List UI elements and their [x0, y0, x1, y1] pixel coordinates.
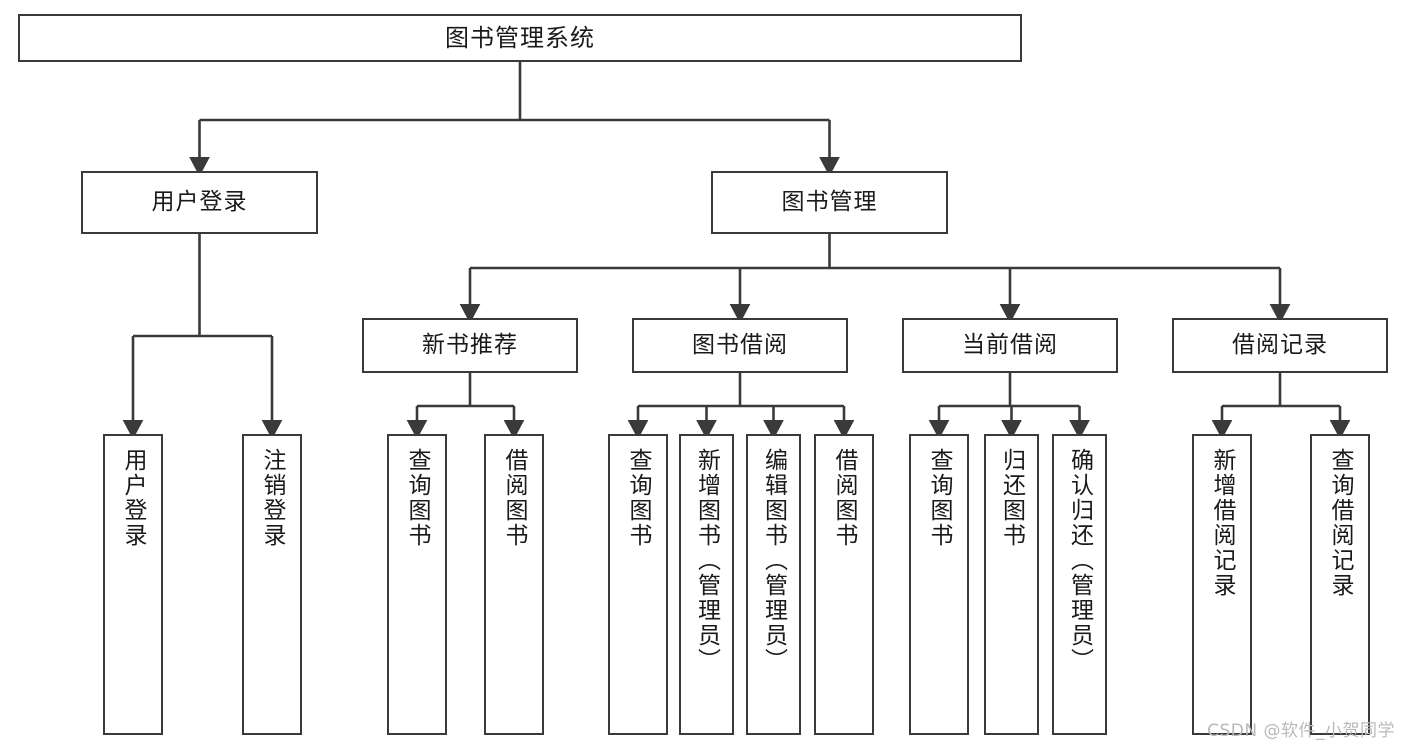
node-label: 图书借阅 [692, 331, 788, 358]
node-label: 注销登录 [259, 448, 286, 548]
node-label: 查询借阅记录 [1327, 448, 1354, 598]
node-leaf-query-record[interactable]: 查询借阅记录 [1310, 434, 1370, 735]
node-book-management[interactable]: 图书管理 [711, 171, 948, 234]
node-borrow-record[interactable]: 借阅记录 [1172, 318, 1388, 373]
node-leaf-borrow-book-2[interactable]: 借阅图书 [814, 434, 874, 735]
node-label: 新书推荐 [422, 331, 518, 358]
node-label: 借阅图书 [831, 448, 858, 548]
node-leaf-query-book-1[interactable]: 查询图书 [387, 434, 447, 735]
node-leaf-edit-book[interactable]: 编辑图书（管理员） [746, 434, 801, 735]
node-label: 确认归还（管理员） [1066, 448, 1093, 673]
node-root-book-management-system[interactable]: 图书管理系统 [18, 14, 1022, 62]
node-leaf-query-book-3[interactable]: 查询图书 [909, 434, 969, 735]
node-leaf-return-book[interactable]: 归还图书 [984, 434, 1039, 735]
node-label: 当前借阅 [962, 331, 1058, 358]
node-leaf-confirm-return[interactable]: 确认归还（管理员） [1052, 434, 1107, 735]
node-label: 新增图书（管理员） [693, 448, 720, 673]
node-label: 图书管理 [781, 188, 878, 215]
node-label: 归还图书 [998, 448, 1025, 548]
node-label: 查询图书 [625, 448, 652, 548]
node-leaf-query-book-2[interactable]: 查询图书 [608, 434, 668, 735]
node-label: 用户登录 [151, 188, 248, 215]
node-leaf-logout[interactable]: 注销登录 [242, 434, 302, 735]
node-new-book-recommend[interactable]: 新书推荐 [362, 318, 578, 373]
node-label: 借阅记录 [1232, 331, 1328, 358]
node-user-login[interactable]: 用户登录 [81, 171, 318, 234]
node-label: 查询图书 [926, 448, 953, 548]
watermark: CSDN @软件_小贺同学 [1207, 721, 1395, 741]
node-leaf-add-book[interactable]: 新增图书（管理员） [679, 434, 734, 735]
node-label: 用户登录 [120, 448, 147, 548]
node-label: 编辑图书（管理员） [760, 448, 787, 673]
node-current-borrow[interactable]: 当前借阅 [902, 318, 1118, 373]
node-leaf-add-record[interactable]: 新增借阅记录 [1192, 434, 1252, 735]
node-label: 图书管理系统 [445, 23, 595, 52]
node-label: 借阅图书 [501, 448, 528, 548]
node-leaf-user-login[interactable]: 用户登录 [103, 434, 163, 735]
node-book-borrow[interactable]: 图书借阅 [632, 318, 848, 373]
node-label: 查询图书 [404, 448, 431, 548]
node-label: 新增借阅记录 [1209, 448, 1236, 598]
node-leaf-borrow-book-1[interactable]: 借阅图书 [484, 434, 544, 735]
